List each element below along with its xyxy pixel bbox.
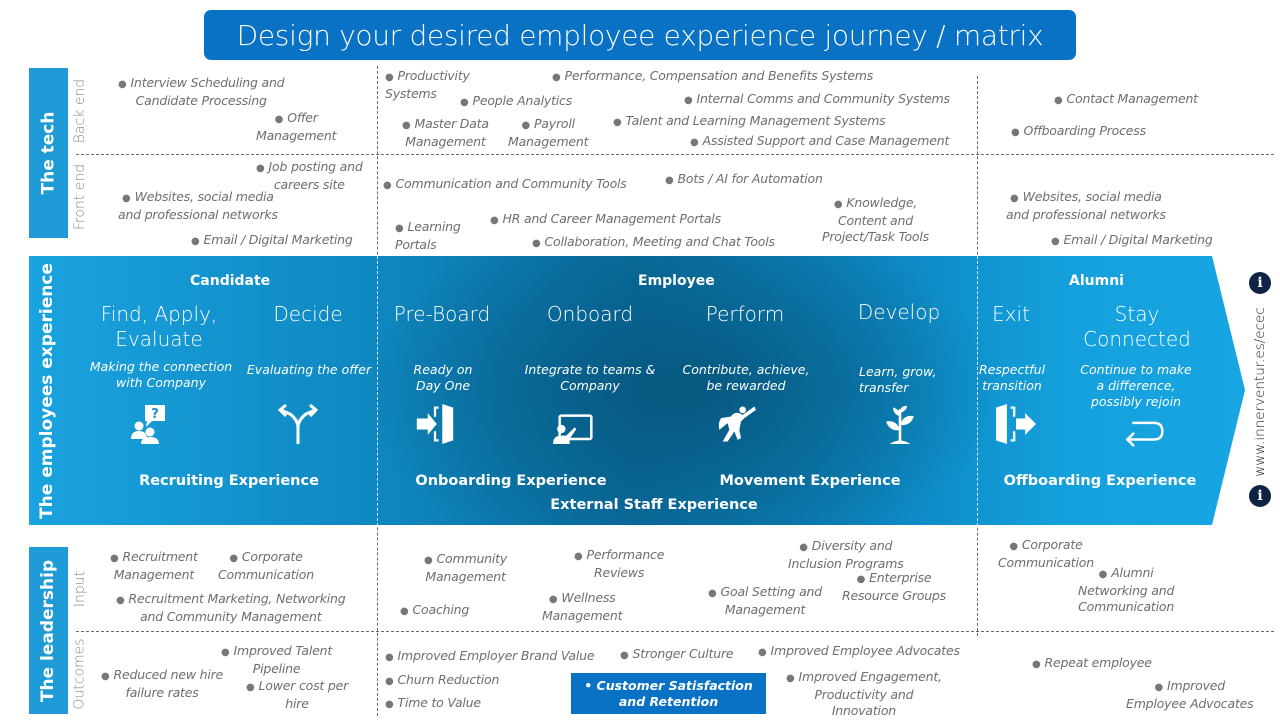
- sub-tab-backend: Back end: [72, 78, 88, 144]
- stage-pre-board: Pre-Board: [393, 302, 491, 326]
- stage-desc: Contribute, achieve,be rewarded: [682, 362, 810, 393]
- info-icon[interactable]: i: [1249, 272, 1271, 294]
- tech-item: ●Contact Management: [1054, 91, 1198, 106]
- section-tab-tech: The tech: [29, 68, 68, 238]
- band-divider: [977, 256, 978, 526]
- stage-desc: Learn, grow,transfer: [859, 364, 937, 395]
- tech-item: ●People Analytics: [460, 93, 573, 108]
- experience-offboarding: Offboarding Experience: [1003, 473, 1197, 489]
- experience-recruiting: Recruiting Experience: [139, 473, 319, 489]
- page-title: Design your desired employee experience …: [204, 10, 1076, 60]
- tech-item: ●Talent and Learning Management Systems: [613, 113, 886, 128]
- presenter-board-icon: [553, 414, 593, 444]
- tech-item: ●HR and Career Management Portals: [490, 211, 721, 226]
- plant-sprout-icon: [886, 405, 914, 444]
- stage-onboard: Onboard: [546, 302, 634, 326]
- website-link[interactable]: www.innerventur.es/ecec: [1252, 307, 1268, 477]
- stage-find-apply-evaluate: Find, Apply,Evaluate: [100, 302, 218, 351]
- tech-item: ●Email / Digital Marketing: [191, 232, 353, 247]
- band-divider: [377, 256, 378, 526]
- group-candidate: Candidate: [190, 273, 271, 289]
- experience-movement: Movement Experience: [719, 473, 901, 489]
- stage-perform: Perform: [705, 302, 785, 326]
- stage-decide: Decide: [273, 302, 343, 326]
- section-tab-leadership: The leadership: [29, 547, 68, 714]
- outcome-item: ●Churn Reduction: [385, 672, 500, 687]
- people-question-icon: ?: [131, 405, 165, 444]
- tech-item: ●Internal Comms and Community Systems: [684, 91, 950, 106]
- outcome-item: ●Stronger Culture: [620, 646, 734, 661]
- group-alumni: Alumni: [1069, 273, 1124, 289]
- tech-item: ●Communication and Community Tools: [383, 176, 627, 191]
- tech-item: ●Email / Digital Marketing: [1051, 232, 1213, 247]
- sub-tab-input: Input: [72, 570, 89, 608]
- fork-arrows-icon: [278, 404, 318, 444]
- experience-external-staff: External Staff Experience: [550, 497, 758, 513]
- sub-tab-frontend: Front end: [72, 163, 89, 231]
- stage-desc: Integrate to teams &Company: [524, 362, 656, 393]
- divider-leadership: [76, 631, 1274, 632]
- superhero-icon: [718, 406, 756, 442]
- sub-tab-outcomes: Outcomes: [72, 638, 89, 710]
- svg-text:?: ?: [151, 407, 159, 422]
- info-icon[interactable]: i: [1249, 485, 1271, 507]
- tech-item: ●Performance, Compensation and Benefits …: [552, 68, 874, 83]
- section-tab-experience: The employees experience: [37, 262, 58, 519]
- tech-item: ●Assisted Support and Case Management: [690, 133, 950, 148]
- journey-arrow-band: [29, 256, 1245, 525]
- tech-item: ●Offboarding Process: [1011, 123, 1146, 138]
- door-exit-icon: [996, 404, 1036, 444]
- return-arrow-icon: [1125, 421, 1164, 448]
- outcome-item: ●Repeat employee: [1032, 655, 1152, 670]
- outcome-item: ●Time to Value: [385, 695, 481, 710]
- door-enter-icon: [416, 404, 454, 444]
- tech-item: ●Bots / AI for Automation: [665, 171, 823, 186]
- stage-exit: Exit: [992, 302, 1030, 326]
- outcome-item: ●Improved Employee Advocates: [758, 643, 960, 658]
- experience-onboarding: Onboarding Experience: [415, 473, 607, 489]
- stage-desc: Evaluating the offer: [246, 362, 372, 377]
- stage-develop: Develop: [857, 300, 941, 324]
- outcome-item: ●Improved Employer Brand Value: [385, 648, 595, 663]
- divider-tech: [76, 154, 1274, 155]
- tech-item: ●Collaboration, Meeting and Chat Tools: [532, 234, 775, 249]
- leadership-item: ●Coaching: [400, 602, 470, 617]
- group-employee: Employee: [638, 273, 715, 289]
